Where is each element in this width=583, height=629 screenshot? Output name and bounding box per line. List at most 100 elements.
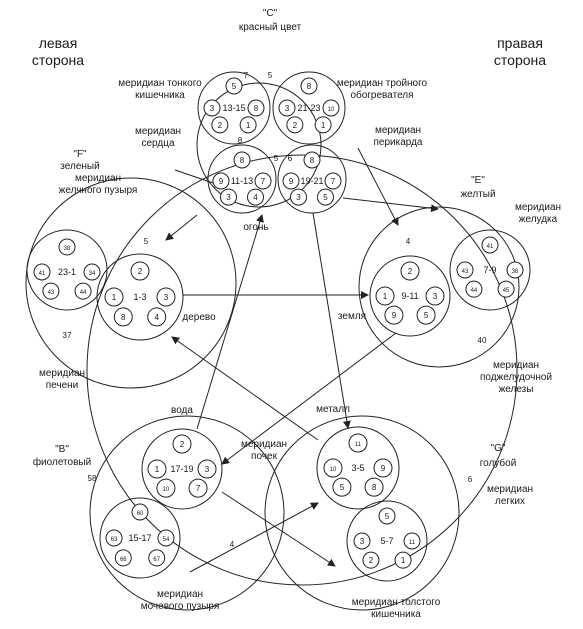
point-number-c-tr-3: 2 (293, 121, 298, 130)
arrow-metal-to-wood (171, 336, 319, 441)
point-circle-water-3 (156, 478, 176, 498)
range-label-b-outer: 15-17 (128, 533, 151, 543)
point-circle-c-bl-0 (233, 151, 251, 169)
gallbladder-circle (26, 229, 108, 311)
range-label-c-tr: 21-23 (297, 103, 320, 113)
water-element-circle (89, 415, 285, 611)
point-number-e-outer-0: 41 (487, 244, 494, 250)
point-number-water-3: 10 (163, 487, 170, 493)
range-label-metal: 3-5 (351, 463, 364, 473)
point-number-b-outer-3: 66 (120, 557, 127, 563)
point-circle-c-br-2 (324, 172, 342, 190)
point-number-c-br-3: 3 (296, 193, 301, 202)
point-number-g-outer-3: 2 (369, 556, 374, 565)
point-number-metal-2: 9 (381, 464, 386, 473)
group-c-letter: "С" (263, 8, 278, 19)
point-circle-water-1 (147, 459, 167, 479)
point-circle-b-outer-0 (131, 503, 149, 521)
range-label-wood: 1-3 (133, 292, 146, 302)
point-circle-c-tr-3 (286, 116, 304, 134)
point-number-e-outer-4: 45 (503, 288, 510, 294)
point-number-metal-3: 5 (340, 483, 345, 492)
element-earth: земля (338, 311, 366, 322)
point-number-earth-1: 1 (383, 292, 388, 301)
point-circle-c-tr-0 (300, 77, 318, 95)
point-circle-e-outer-4 (497, 280, 515, 298)
point-number-metal-1: 10 (330, 467, 337, 473)
small-intestine-circle (197, 71, 271, 145)
point-number-c-bl-1: 9 (219, 177, 224, 186)
point-number-c-br-0: 8 (310, 156, 315, 165)
point-circle-c-tr-2 (322, 99, 340, 117)
point-circle-c-bl-3 (220, 188, 238, 206)
group-e-letter: "E" (471, 175, 485, 186)
range-label-c-bl: 11-13 (231, 176, 253, 186)
point-circle-g-outer-3 (362, 551, 380, 569)
metal-element-circle (264, 415, 460, 611)
extra-number-c-mid-6: 6 (288, 154, 293, 163)
point-circle-f-outer-4 (74, 282, 92, 300)
element-water: вода (171, 405, 193, 416)
element-wood: дерево (182, 312, 216, 323)
point-circle-g-outer-2 (403, 532, 421, 550)
point-number-c-tl-2: 8 (254, 104, 259, 113)
range-label-c-br: 19-21 (300, 176, 323, 186)
point-number-c-bl-2: 7 (261, 177, 266, 186)
point-circle-c-tr-1 (278, 99, 296, 117)
arrow-fire-to-earth (342, 197, 439, 213)
range-label-c-tl: 13-15 (222, 103, 245, 113)
point-circle-metal-1 (323, 458, 343, 478)
group-e-color: желтый (460, 189, 495, 200)
point-number-c-tr-4: 1 (321, 121, 326, 130)
element-fire: огонь (243, 222, 268, 233)
fire-element-circle (196, 82, 322, 208)
extra-number-f-5: 5 (144, 237, 149, 246)
point-number-metal-4: 8 (372, 483, 377, 492)
point-circle-c-bl-4 (246, 188, 264, 206)
point-number-metal-0: 11 (355, 442, 362, 448)
extra-number-e-40: 40 (478, 336, 487, 345)
point-number-g-outer-4: 1 (401, 556, 406, 565)
group-f-letter: "F" (73, 149, 87, 160)
point-circle-wood-1 (104, 287, 124, 307)
extra-number-b-58: 58 (88, 474, 97, 483)
point-number-wood-2: 3 (164, 293, 169, 302)
point-number-c-br-4: 5 (323, 193, 328, 202)
arrow-bladder-to-metal (189, 502, 319, 573)
point-circle-earth-0 (400, 261, 420, 281)
point-number-f-outer-4: 44 (80, 290, 87, 296)
point-circle-e-outer-1 (456, 261, 474, 279)
point-circle-e-outer-3 (465, 280, 483, 298)
group-g-letter: "G" (491, 443, 506, 454)
group-c-color: красный цвет (239, 22, 302, 33)
point-number-water-0: 2 (180, 440, 185, 449)
kidney-circle (141, 428, 223, 510)
point-number-wood-1: 1 (112, 293, 117, 302)
point-circle-f-outer-3 (42, 282, 60, 300)
point-number-f-outer-2: 34 (89, 271, 96, 277)
point-circle-e-outer-2 (506, 261, 524, 279)
point-circle-metal-0 (348, 433, 368, 453)
point-circle-c-tl-1 (203, 99, 221, 117)
point-number-f-outer-3: 43 (48, 290, 55, 296)
point-number-c-tl-3: 2 (218, 121, 223, 130)
five-element-ring (86, 154, 518, 586)
bladder-circle (99, 497, 181, 579)
large-intestine-circle (346, 500, 428, 582)
group-f-color: зеленый (60, 161, 99, 172)
point-circle-c-br-4 (316, 188, 334, 206)
point-number-earth-4: 5 (424, 311, 429, 320)
point-number-water-2: 3 (205, 465, 210, 474)
arrow-earth-to-water (221, 332, 397, 465)
point-number-earth-3: 9 (392, 311, 397, 320)
point-number-g-outer-2: 11 (409, 540, 416, 546)
